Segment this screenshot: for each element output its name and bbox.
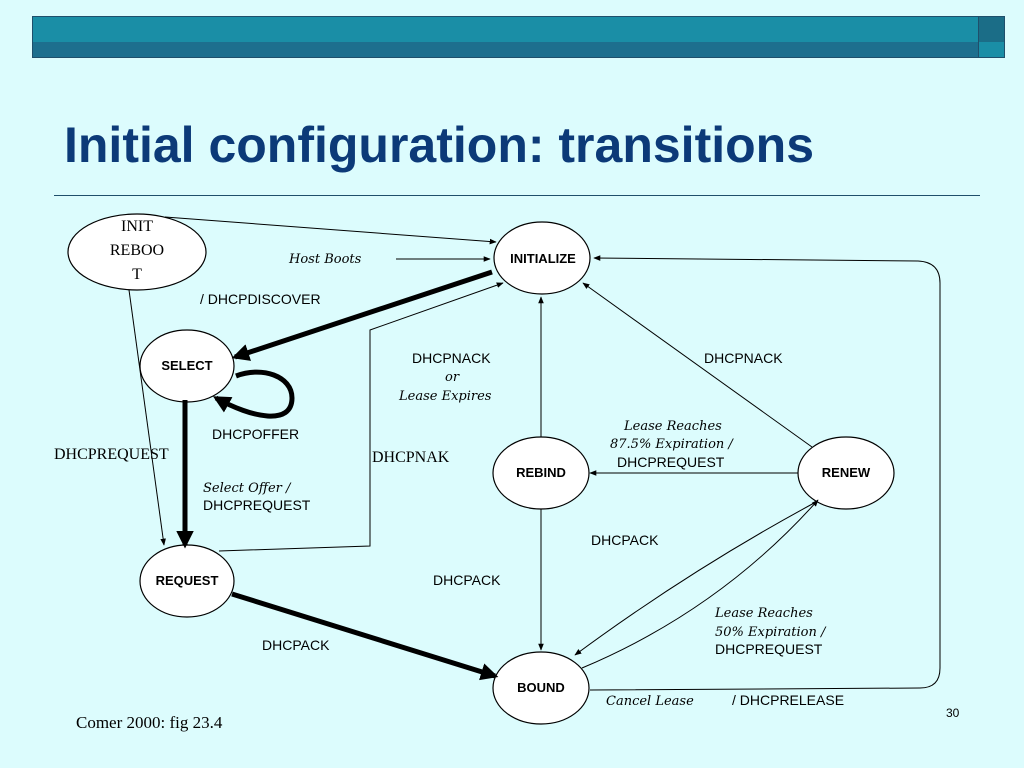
label-dhcpnack-rebind-3: Lease Expires [398,389,492,404]
edge-request-to-bound [231,591,499,681]
label-dhcpack-rebind: DHCPACK [433,572,501,588]
label-dhcpdiscover: / DHCPDISCOVER [200,291,321,307]
bound-label: BOUND [517,680,565,695]
label-dhcpack-request: DHCPACK [262,637,330,653]
edge-init-reboot-to-request [128,289,166,546]
edge-renew-to-initialize [582,282,813,448]
label-dhcpnack-rebind-2: or [445,370,460,385]
init-reboot-label-3: T [132,266,142,283]
label-lease-50-3: DHCPREQUEST [715,641,823,657]
label-dhcpack-renew: DHCPACK [591,532,659,548]
label-host-boots: Host Boots [288,252,362,267]
rebind-label: REBIND [516,465,566,480]
header-square-top [978,16,1005,44]
label-lease-875-1: Lease Reaches [623,419,722,434]
label-dhcpnak: DHCPNAK [372,449,450,466]
header-square-bottom [978,42,1005,58]
label-lease-875-3: DHCPREQUEST [617,454,725,470]
init-reboot-label-2: REBOO [110,242,164,259]
label-select-offer: Select Offer / [203,481,292,496]
label-dhcpoffer: DHCPOFFER [212,426,299,442]
init-reboot-label-1: INIT [121,218,153,235]
state-initialize [493,221,591,295]
request-label: REQUEST [156,573,219,588]
slide-title: Initial configuration: transitions [64,117,814,173]
state-bound [492,651,590,725]
select-label: SELECT [161,358,212,373]
label-dhcpnack-renew: DHCPNACK [704,350,783,366]
label-dhcpnack-rebind-1: DHCPNACK [412,350,491,366]
initialize-label: INITIALIZE [510,251,576,266]
state-init-reboot [67,213,207,291]
edge-init-reboot-to-initialize [164,216,497,245]
edge-dhcpnak [218,282,504,552]
page-number: 30 [946,706,960,720]
edge-bound-to-renew [581,499,819,669]
edge-initialize-to-select [231,269,493,361]
edge-bound-to-initialize [589,255,941,691]
label-lease-875-2: 87.5% Expiration / [610,437,734,452]
label-lease-50-2: 50% Expiration / [715,625,827,640]
title-divider [54,195,980,196]
figure-caption: Comer 2000: fig 23.4 [76,713,223,732]
label-dhcprequest-select: DHCPREQUEST [203,497,311,513]
renew-label: RENEW [822,465,871,480]
edge-select-self-loop [212,369,295,419]
label-lease-50-1: Lease Reaches [714,606,813,621]
edge-renew-to-bound [574,501,817,656]
label-cancel-lease: Cancel Lease [606,694,694,709]
label-dhcprequest-init: DHCPREQUEST [54,446,169,463]
label-dhcprelease: / DHCPRELEASE [732,692,844,708]
